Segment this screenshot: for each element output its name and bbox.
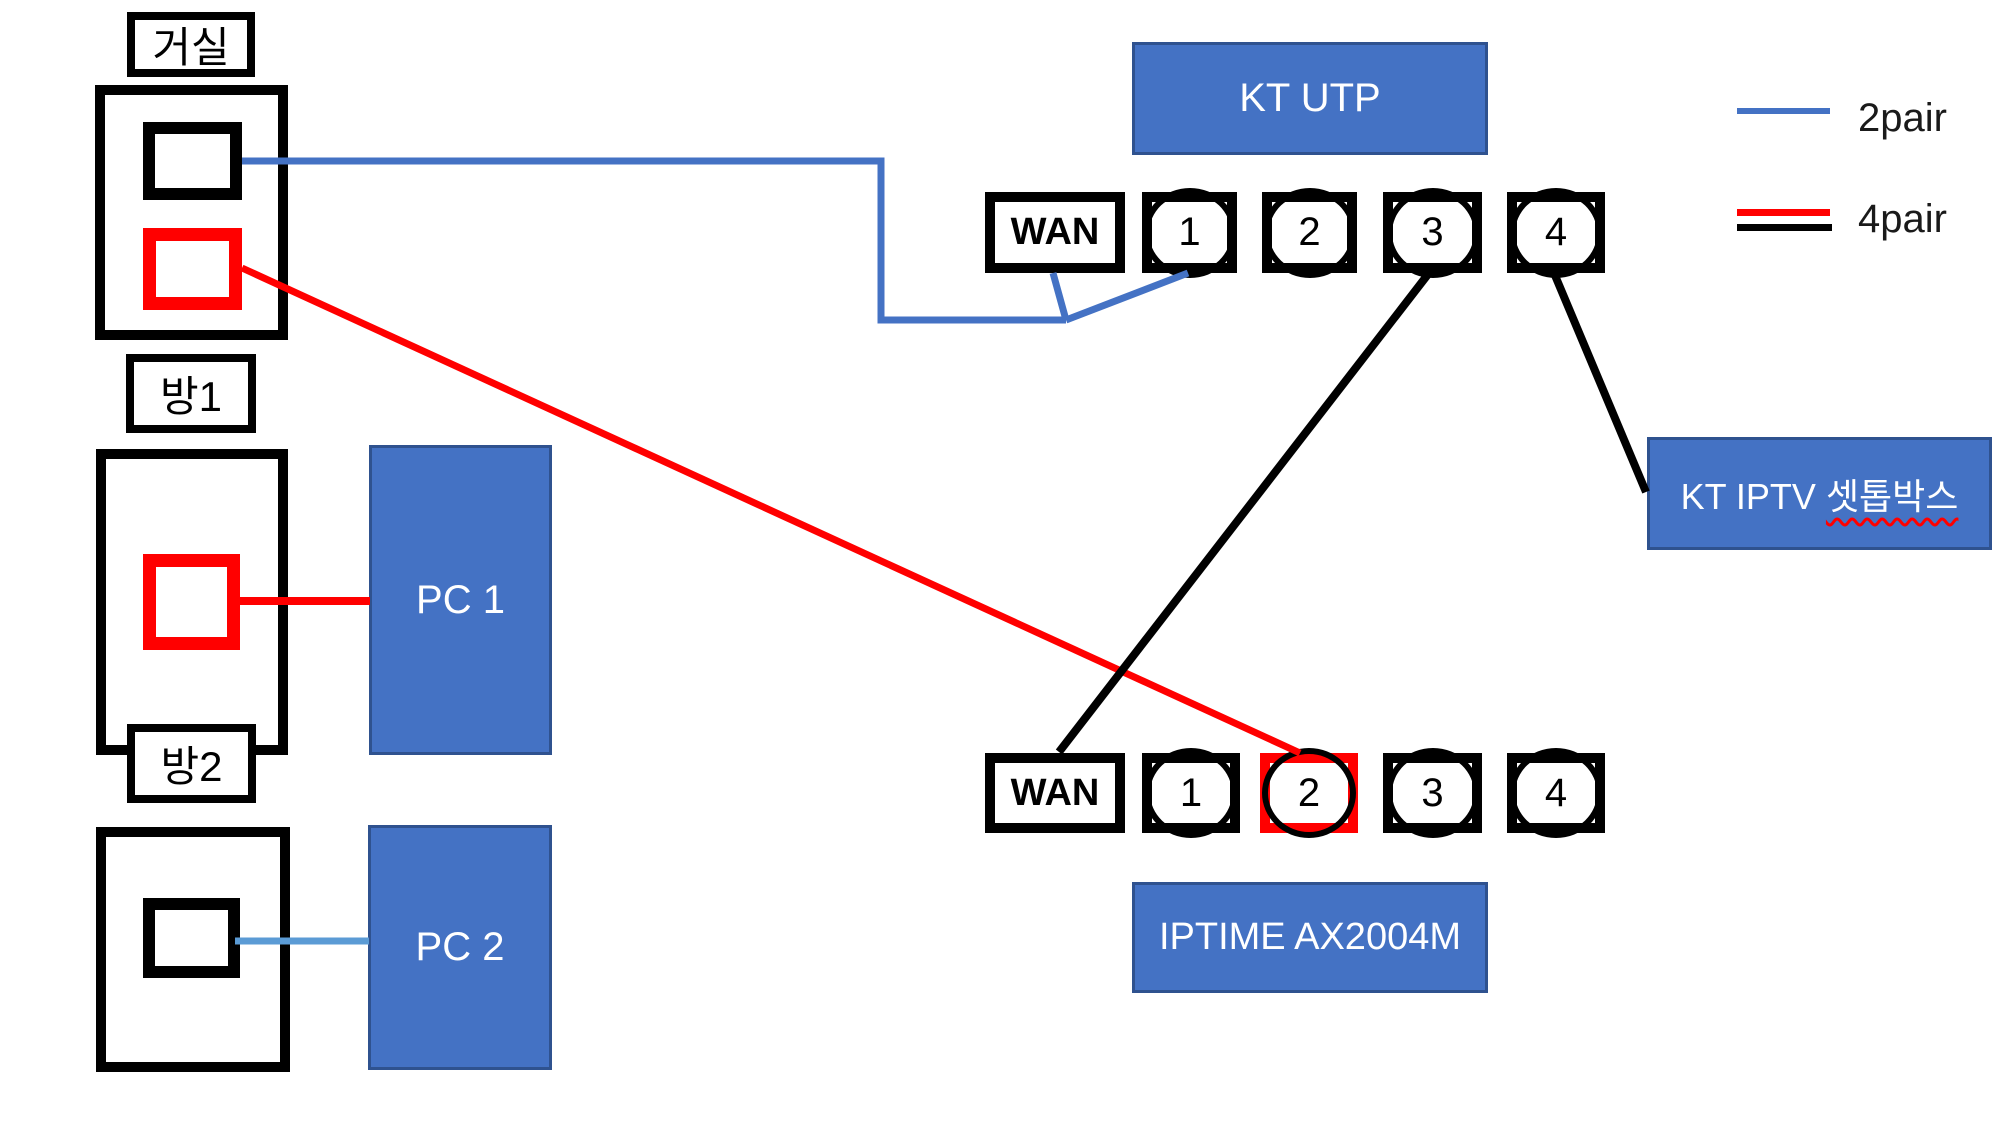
router-wan-label: WAN [1010, 771, 1100, 814]
pc2-label: PC 2 [415, 925, 505, 969]
kt-utp-box: KT UTP [1132, 42, 1488, 155]
cable-2pair-living-to-ktutp [242, 157, 1066, 324]
pc1-box: PC 1 [369, 445, 552, 755]
settop-box: KT IPTV 셋톱박스 [1647, 437, 1992, 550]
ktutp-port-2: 2 [1262, 187, 1357, 278]
port-circle: 4 [1509, 748, 1603, 838]
port-circle: 1 [1144, 748, 1238, 838]
ktutp-wan-port: WAN [985, 192, 1125, 273]
port-circle: 3 [1385, 187, 1480, 278]
port-number: 3 [1421, 210, 1444, 254]
cable-ktutp-port4-to-settop [1550, 271, 1650, 494]
settop-label-prefix: KT IPTV [1680, 475, 1826, 517]
port-circle: 2 [1262, 187, 1357, 278]
legend-4pair-label: 4pair [1858, 197, 1947, 241]
settop-label-underlined: 셋톱박스 [1825, 475, 1959, 517]
port-number: 3 [1421, 770, 1444, 815]
router-port-2-iptv-highlight: 2 [1260, 748, 1358, 838]
living-room-iptv-outlet [143, 228, 242, 310]
pc1-label: PC 1 [416, 577, 505, 622]
port-circle: 3 [1385, 748, 1480, 838]
legend-2pair-label: 2pair [1858, 96, 1947, 140]
ktutp-wan-label: WAN [1010, 211, 1100, 253]
living-room-label: 거실 [152, 24, 230, 71]
ktutp-port-4: 4 [1507, 187, 1605, 278]
room2-tag: 방2 [127, 724, 256, 803]
port-circle: 4 [1509, 187, 1603, 278]
port-number: 4 [1544, 210, 1568, 254]
router-port-3: 3 [1383, 748, 1482, 838]
room1-tag: 방1 [126, 354, 256, 433]
router-port-1: 1 [1142, 748, 1240, 838]
room1-label: 방1 [160, 373, 222, 420]
legend-4pair-red-line [1737, 209, 1830, 216]
router-wan-port: WAN [985, 753, 1125, 833]
pc2-box: PC 2 [368, 825, 552, 1070]
cable-ktutp-port3-to-router-wan [1055, 270, 1433, 755]
port-circle: 1 [1142, 187, 1237, 278]
router-box: IPTIME AX2004M [1132, 882, 1488, 993]
legend-4pair-black-line [1737, 224, 1832, 231]
port-number: 2 [1298, 210, 1321, 254]
port-number: 1 [1178, 210, 1201, 254]
router-label: IPTIME AX2004M [1158, 916, 1461, 958]
ktutp-port-1: 1 [1142, 187, 1237, 278]
room1-outlet [143, 554, 240, 650]
room2-label: 방2 [160, 743, 223, 790]
port-number: 2 [1297, 770, 1321, 815]
port-number: 4 [1544, 770, 1568, 815]
cable-2pair-branch-port1 [1064, 269, 1190, 324]
living-room-lan-outlet [143, 122, 242, 200]
settop-label: KT IPTV 셋톱박스 [1681, 468, 1959, 520]
kt-utp-label: KT UTP [1239, 76, 1381, 120]
port-circle: 2 [1262, 748, 1356, 838]
living-room-tag: 거실 [127, 12, 255, 77]
cable-2pair-branch-wan [1049, 272, 1070, 321]
legend-2pair-line [1737, 108, 1830, 114]
ktutp-port-3: 3 [1383, 187, 1482, 278]
room2-outlet [143, 898, 240, 978]
port-number: 1 [1179, 770, 1203, 815]
router-port-4: 4 [1507, 748, 1605, 838]
